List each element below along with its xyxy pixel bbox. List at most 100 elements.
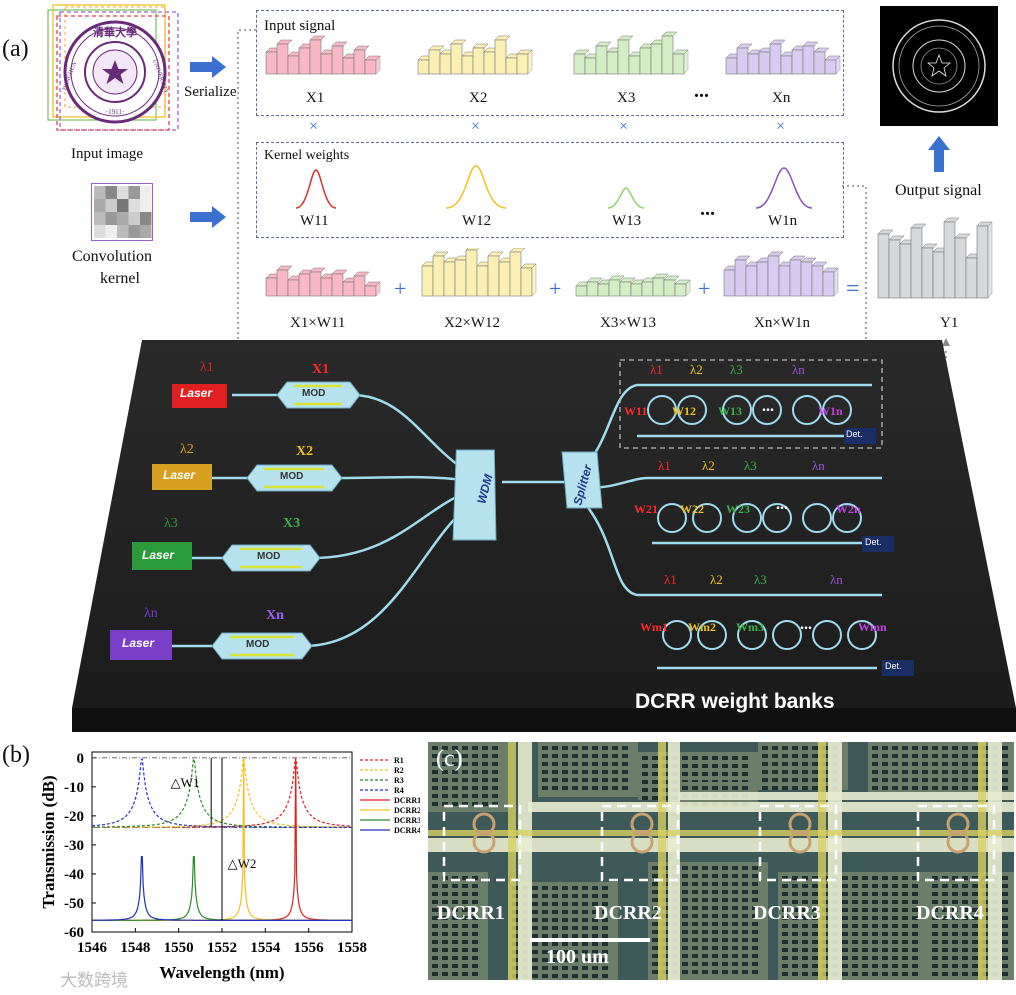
product-1-label: X1×W11 <box>290 315 346 331</box>
plus-2: + <box>549 276 562 301</box>
y-tick-label: -60 <box>64 925 84 941</box>
product-3-label: X3×W13 <box>600 315 656 331</box>
seal-top-text: 清華大學 <box>93 25 137 39</box>
laser-1-label: Laser <box>180 386 213 400</box>
bank2-w3: W23 <box>726 502 750 516</box>
x3-label: X3 <box>617 90 636 106</box>
series-r4 <box>92 758 352 829</box>
serialize-arrow-icon <box>190 56 226 83</box>
ring-resonator <box>946 830 970 854</box>
y-axis-label: Transmission (dB) <box>39 775 58 908</box>
bank3-wn: Wmn <box>858 620 887 634</box>
kernel-label-line1: Convolution <box>72 248 153 265</box>
bank2-lambda-2: λ2 <box>702 458 715 473</box>
watermark: 大数跨境 <box>60 971 128 991</box>
equals-sign: = <box>846 276 860 302</box>
bank1-wn: W1n <box>818 404 843 418</box>
w13-label: W13 <box>612 213 642 229</box>
bank3-lambda-n: λn <box>830 572 843 587</box>
bank1-lambda-n: λn <box>792 362 805 377</box>
xn-chip-label: Xn <box>266 608 284 623</box>
det-1-label: Det. <box>846 429 863 439</box>
legend-label: R2 <box>394 766 404 775</box>
convolution-kernel-grid <box>90 182 154 246</box>
bank2-wn: W2n <box>836 502 861 516</box>
bank1-lambda-2: λ2 <box>690 362 703 377</box>
laser-3-label: Laser <box>142 548 175 562</box>
kernel-weights-title: Kernel weights <box>264 148 350 163</box>
mod-4-label: MOD <box>246 639 270 650</box>
lambda-3-label: λ3 <box>164 516 178 531</box>
product-2-label: X2×W12 <box>444 315 500 331</box>
metal-trace <box>528 802 1014 812</box>
y-tick-label: -50 <box>64 896 84 912</box>
w1n-label: W1n <box>768 213 798 229</box>
legend-label: R4 <box>394 786 404 795</box>
legend-label: R1 <box>394 756 404 765</box>
lambda-2-label: λ2 <box>180 442 194 457</box>
det-3-label: Det. <box>885 661 902 671</box>
photonic-chip <box>72 340 1016 732</box>
times-3: × <box>619 118 629 135</box>
product-2-bars <box>421 248 537 297</box>
legend-label: DCRR3 <box>394 816 420 825</box>
w11-label: W11 <box>300 213 329 229</box>
det-2-label: Det. <box>865 537 882 547</box>
x1-label: X1 <box>306 90 325 106</box>
y-tick-label: -10 <box>64 780 84 796</box>
output-signal-bars <box>877 217 993 299</box>
lambda-n-label: λn <box>144 606 158 621</box>
x-tick-label: 1558 <box>337 940 367 956</box>
delta-w2-label: △W2 <box>228 856 257 871</box>
bank2-lambda-3: λ3 <box>744 458 757 473</box>
product-4-bars <box>723 251 839 297</box>
ring-resonator <box>946 812 970 836</box>
signal-ellipsis: ... <box>694 80 709 102</box>
product-3-bars <box>575 273 691 297</box>
x-tick-label: 1556 <box>294 940 325 956</box>
x3-chip-label: X3 <box>283 516 301 531</box>
legend-label: R3 <box>394 776 404 785</box>
serialize-label: Serialize <box>184 84 237 100</box>
bank-caption: DCRR weight banks <box>635 690 835 713</box>
metal-trace <box>828 742 842 980</box>
ring-resonator <box>630 830 654 854</box>
mod-2-label: MOD <box>280 471 304 482</box>
output-up-arrow-icon <box>928 136 950 177</box>
bank1-lambda-3: λ3 <box>730 362 743 377</box>
bank1-w2: W12 <box>672 404 696 418</box>
laser-4-label: Laser <box>122 636 155 650</box>
x1-chip-label: X1 <box>312 362 330 377</box>
x-tick-label: 1548 <box>120 940 150 956</box>
ring-resonator <box>630 812 654 836</box>
kernel-arrow-icon <box>190 206 226 233</box>
legend-label: DCRR4 <box>394 826 420 835</box>
bank3-lambda-1: λ1 <box>664 572 677 587</box>
metal-trace <box>668 742 680 980</box>
panel-b-letter: (b) <box>2 742 30 768</box>
kernel-label-line2: kernel <box>100 270 140 287</box>
product-4-label: Xn×W1n <box>754 315 810 331</box>
bank3-w3: Wm3 <box>736 620 764 634</box>
output-y-bars <box>877 217 993 299</box>
y1-label: Y1 <box>940 315 959 331</box>
mod-1-label: MOD <box>302 388 326 399</box>
metal-trace <box>678 792 1014 800</box>
x2-chip-label: X2 <box>296 444 314 459</box>
plus-3: + <box>698 276 711 301</box>
y-tick-label: 0 <box>77 751 85 767</box>
y-tick-label: -20 <box>64 809 84 825</box>
bank1-w3: W13 <box>718 404 742 418</box>
bank3-w2: Wm2 <box>688 620 716 634</box>
signal-x2-bars <box>417 35 533 75</box>
x-tick-label: 1546 <box>77 940 108 956</box>
signal-xn-bars <box>725 39 841 75</box>
x2-label: X2 <box>469 90 488 106</box>
legend-label: DCRR2 <box>394 806 420 815</box>
dcrr-highlight-box <box>758 804 838 882</box>
times-2: × <box>471 118 481 135</box>
x-axis-label: Wavelength (nm) <box>159 963 284 982</box>
panel-a-letter: (a) <box>2 36 29 62</box>
product-1-bars <box>265 265 381 297</box>
panel-c-letter: (c) <box>436 746 463 772</box>
